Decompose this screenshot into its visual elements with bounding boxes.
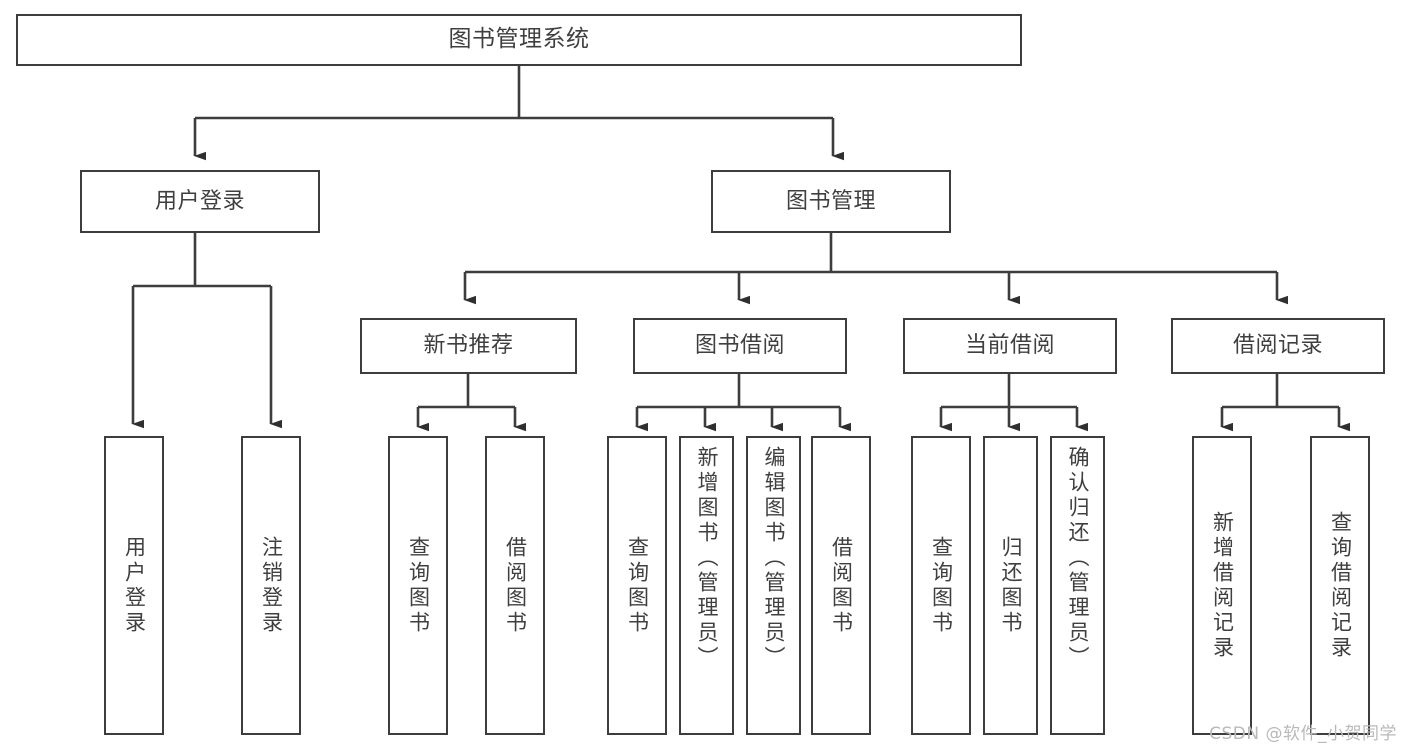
node-label: 用户登录: [154, 188, 245, 214]
node-current-borrow[interactable]: 当前借阅: [903, 318, 1117, 374]
csdn-watermark: CSDN @软件_小贺同学: [1209, 724, 1397, 744]
leaf-current-confirm-return[interactable]: 确认归还（管理员）: [1050, 436, 1105, 735]
leaf-current-return-book[interactable]: 归还图书: [983, 436, 1038, 735]
node-label: 查询图书: [625, 535, 650, 636]
leaf-borrow-query-book[interactable]: 查询图书: [607, 436, 667, 735]
node-book-borrow[interactable]: 图书借阅: [633, 318, 847, 374]
node-label: 借阅记录: [1232, 333, 1323, 359]
node-label: 查询图书: [929, 535, 954, 636]
leaf-borrow-edit-book[interactable]: 编辑图书（管理员）: [746, 436, 801, 735]
node-label: 注销登录: [259, 535, 284, 636]
node-label: 新增借阅记录: [1210, 510, 1235, 661]
leaf-user-login-logout[interactable]: 注销登录: [241, 436, 301, 735]
leaf-new-book-borrow[interactable]: 借阅图书: [485, 436, 545, 735]
node-new-book-recommend[interactable]: 新书推荐: [360, 318, 577, 374]
node-root-system[interactable]: 图书管理系统: [16, 14, 1022, 66]
node-label: 图书管理: [785, 188, 876, 214]
node-borrow-records[interactable]: 借阅记录: [1171, 318, 1385, 374]
leaf-user-login-login[interactable]: 用户登录: [104, 436, 164, 735]
node-label: 新增图书（管理员）: [695, 446, 719, 671]
node-label: 归还图书: [999, 535, 1023, 636]
node-label: 编辑图书（管理员）: [762, 446, 786, 671]
node-label: 新书推荐: [423, 333, 514, 359]
node-label: 确认归还（管理员）: [1066, 446, 1090, 671]
node-book-management[interactable]: 图书管理: [711, 170, 951, 233]
node-label: 图书管理系统: [448, 26, 590, 53]
leaf-records-add-record[interactable]: 新增借阅记录: [1192, 436, 1252, 735]
node-label: 借阅图书: [503, 535, 528, 636]
node-label: 用户登录: [122, 535, 147, 636]
leaf-new-book-query[interactable]: 查询图书: [388, 436, 448, 735]
node-label: 查询借阅记录: [1328, 510, 1353, 661]
node-user-login[interactable]: 用户登录: [80, 170, 320, 233]
leaf-borrow-add-book[interactable]: 新增图书（管理员）: [679, 436, 734, 735]
node-label: 借阅图书: [829, 535, 854, 636]
node-label: 查询图书: [406, 535, 431, 636]
node-label: 图书借阅: [694, 333, 785, 359]
leaf-borrow-borrow-book[interactable]: 借阅图书: [811, 436, 871, 735]
leaf-records-query-record[interactable]: 查询借阅记录: [1310, 436, 1370, 735]
leaf-current-query-book[interactable]: 查询图书: [911, 436, 971, 735]
node-label: 当前借阅: [964, 333, 1055, 359]
